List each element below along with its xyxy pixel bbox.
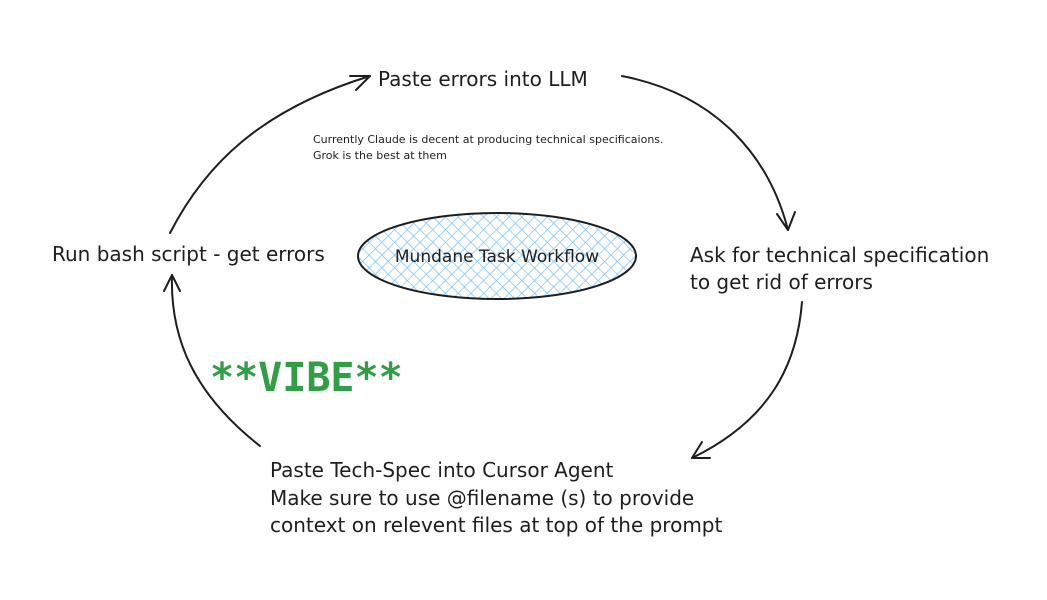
arrow-bottom-to-left xyxy=(163,274,261,447)
node-ask-spec-line1: Ask for technical specification xyxy=(690,243,989,267)
node-paste-errors: Paste errors into LLM xyxy=(378,67,588,91)
node-paste-tech-spec-line2: Make sure to use @filename (s) to provid… xyxy=(270,486,694,510)
node-paste-tech-spec: Paste Tech-Spec into Cursor Agent Make s… xyxy=(270,458,723,537)
note-line2: Grok is the best at them xyxy=(313,149,447,162)
node-ask-spec: Ask for technical specification to get r… xyxy=(690,243,989,294)
node-ask-spec-line2: to get rid of errors xyxy=(690,270,873,294)
node-paste-tech-spec-line3: context on relevent files at top of the … xyxy=(270,513,723,537)
center-ellipse: Mundane Task Workflow xyxy=(357,212,637,300)
center-label: Mundane Task Workflow xyxy=(395,247,599,267)
node-run-bash: Run bash script - get errors xyxy=(52,242,325,266)
note-line1: Currently Claude is decent at producing … xyxy=(313,133,664,146)
vibe-label: **VIBE** xyxy=(210,355,403,401)
annotation-note: Currently Claude is decent at producing … xyxy=(313,133,664,162)
arrow-right-to-bottom xyxy=(691,301,803,459)
arrow-left-to-top xyxy=(169,75,371,234)
node-paste-tech-spec-line1: Paste Tech-Spec into Cursor Agent xyxy=(270,458,614,482)
arrow-top-to-right xyxy=(621,75,796,231)
